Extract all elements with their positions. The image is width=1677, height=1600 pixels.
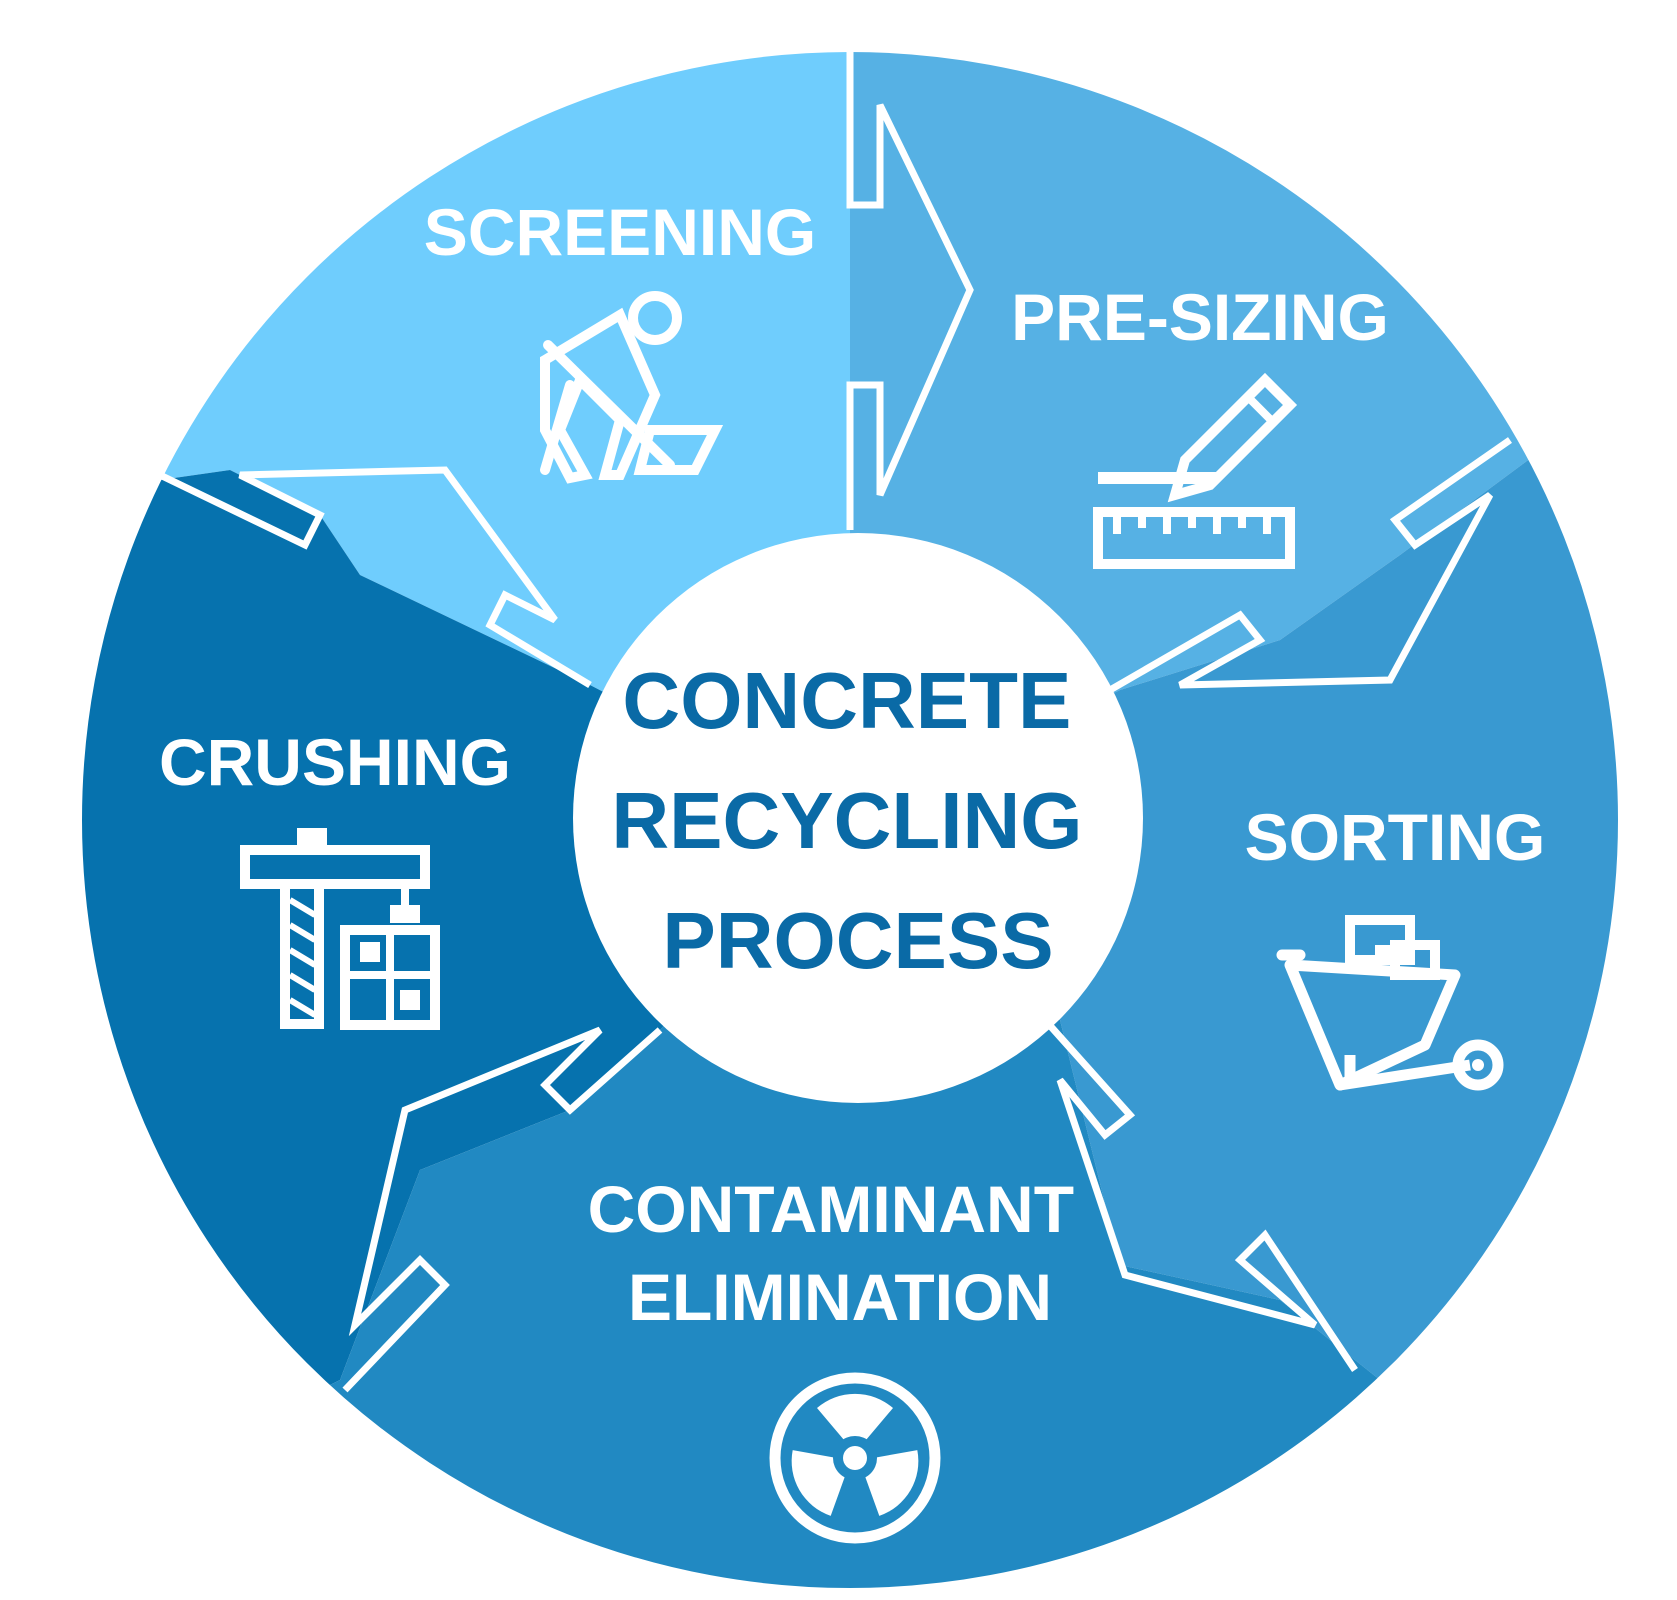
center-title-line-1: CONCRETE <box>622 656 1071 745</box>
step-label-screening: SCREENING <box>424 195 816 269</box>
step-label-sorting: SORTING <box>1245 800 1546 874</box>
ruler-pencil-icon <box>1093 372 1298 569</box>
arrow-outline-to-sorting <box>1108 437 1512 694</box>
center-disc <box>573 533 1143 1103</box>
step-label-contaminant-elimination: CONTAMINANT ELIMINATION <box>588 1172 1093 1334</box>
step-label-pre-sizing: PRE-SIZING <box>1011 280 1389 354</box>
center-title: CONCRETE RECYCLING PROCESS <box>611 656 1104 985</box>
arrow-outline-to-pre-sizing <box>846 50 974 530</box>
center-title-line-3: PROCESS <box>662 896 1053 985</box>
center-title-line-2: RECYCLING <box>611 776 1082 865</box>
segment-sorting <box>850 420 1620 1500</box>
wheelbarrow-icon <box>1276 915 1504 1091</box>
step-label-crushing: CRUSHING <box>159 725 511 799</box>
outer-rim <box>78 48 1622 1592</box>
arrow-outline-to-screening <box>158 466 592 689</box>
arrow-outline-to-crushing <box>342 1026 663 1393</box>
radiation-icon <box>769 1372 941 1544</box>
arrow-outline-to-contaminant <box>1042 1017 1358 1372</box>
worker-digging-icon <box>540 291 724 484</box>
crane-building-icon <box>240 828 440 1030</box>
